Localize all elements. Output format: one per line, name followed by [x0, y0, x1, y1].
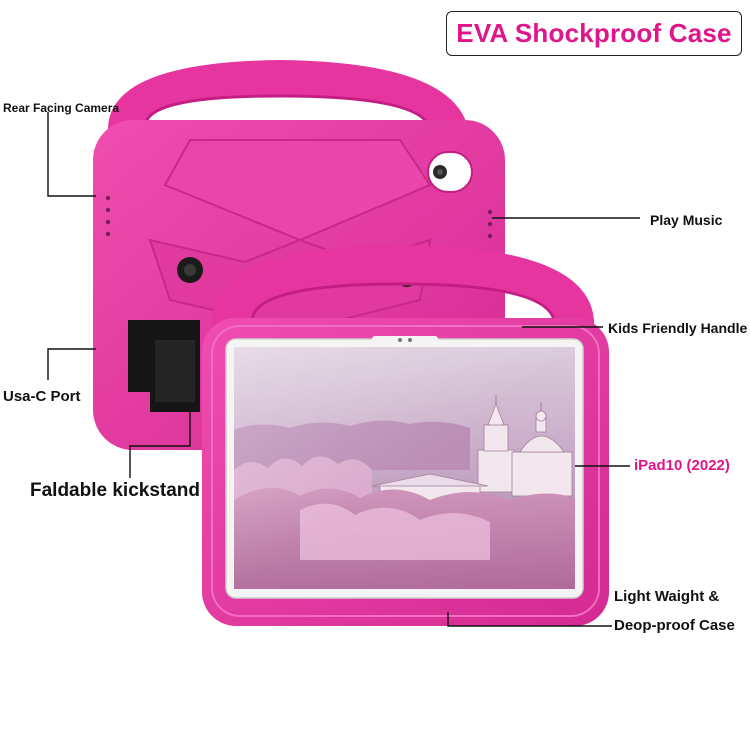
page-title: EVA Shockproof Case [456, 18, 732, 48]
callout-light-weight-line2: Deop-proof Case [614, 617, 735, 634]
callout-play-music: Play Music [650, 212, 723, 228]
callout-usb-port: Usa-C Port [3, 388, 81, 405]
tablet-screen-photo [234, 347, 575, 589]
callout-ipad-model: iPad10 (2022) [634, 457, 730, 474]
front-case [202, 245, 609, 626]
callout-lines [47, 112, 640, 627]
title-badge: EVA Shockproof Case [446, 11, 742, 56]
callout-light-weight-line1: Light Waight & [614, 588, 720, 605]
callout-kids-handle: Kids Friendly Handle [608, 320, 748, 336]
callout-kickstand: Faldable kickstand [30, 480, 201, 501]
callout-rear-camera: Rear Facing Camera [3, 101, 120, 115]
